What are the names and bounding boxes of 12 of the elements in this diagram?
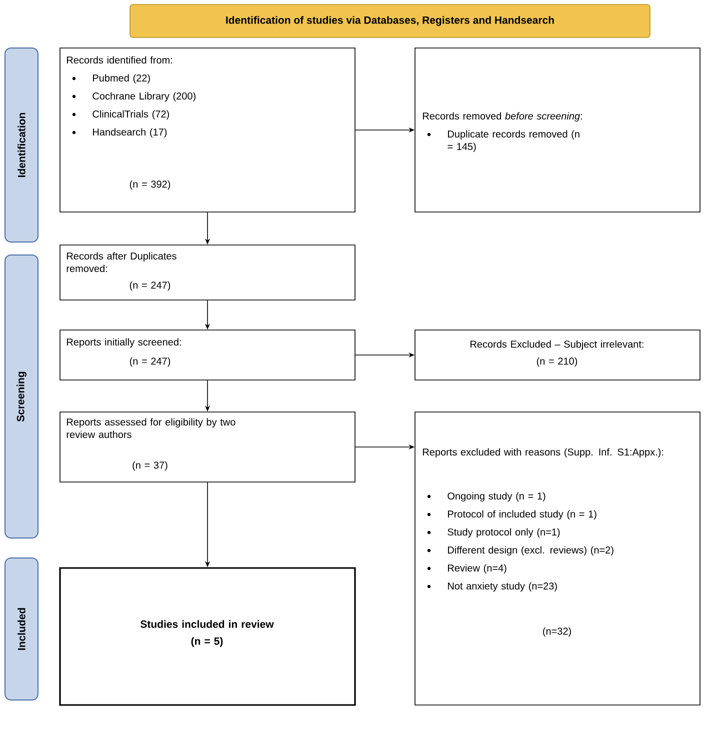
title-banner: Identification of studies via Databases, Registers and Handsearch: [130, 4, 650, 38]
process-box: Records removed before screening: Duplicate records removed (n = 145): [414, 48, 700, 212]
process-box: Records identified from: Pubmed (22) Cochrane Library (200) ClinicalTrials (72) Handsearch (17) (n = 392): [60, 48, 356, 212]
process-box: Studies included in review (n = 5): [59, 567, 356, 706]
process-box: Reports initially screened: (n = 247): [60, 330, 356, 380]
stage-band: Identification: [4, 48, 38, 242]
process-box: Reports excluded with reasons (Supp. Inf. S1:Appx.): Ongoing study (n = 1) Protocol of included study (n = 1) Study protocol only (n=1) Different design (excl. reviews) (n=2) Review (n=4) Not anxiety study (n=23) (n=32): [414, 412, 700, 706]
process-box: Records Excluded – Subject irrelevant: (n = 210): [414, 330, 700, 380]
process-box: Reports assessed for eligibility by two review authors (n = 37): [60, 412, 356, 482]
stage-band: Screening: [4, 254, 38, 538]
stage-band: Included: [4, 558, 38, 700]
process-box: Records after Duplicates removed: (n = 247): [60, 244, 356, 300]
